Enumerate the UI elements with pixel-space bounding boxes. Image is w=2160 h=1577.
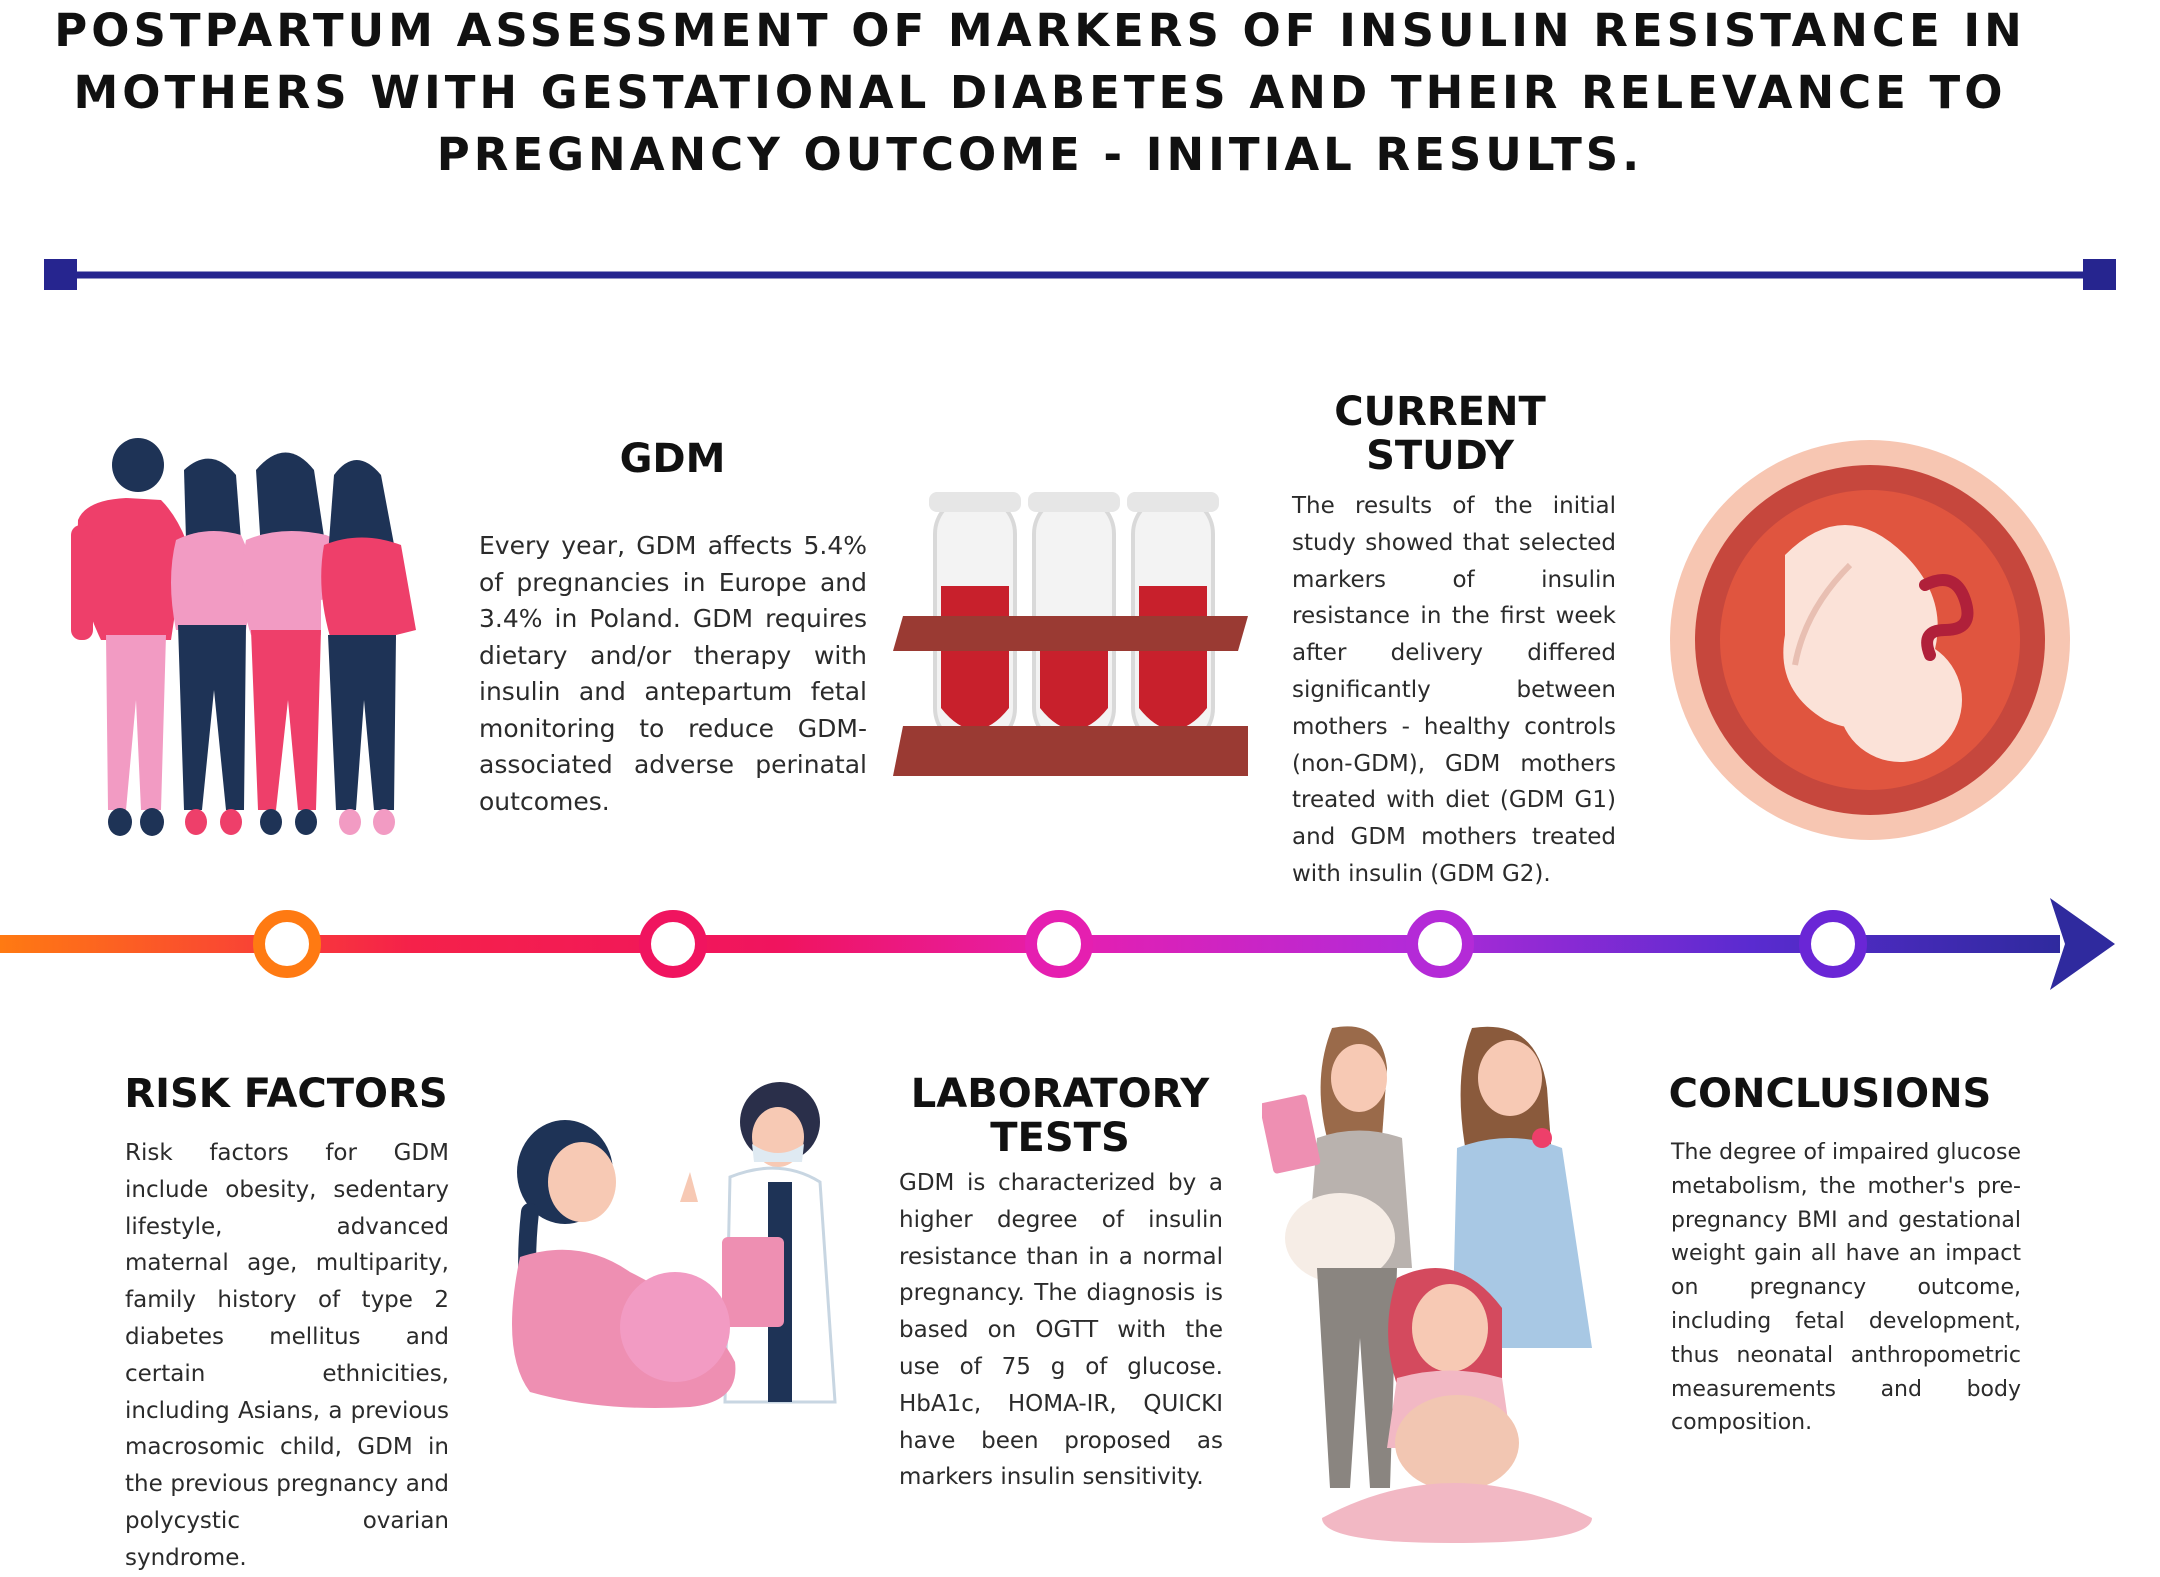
timeline [0,898,2115,990]
doctor-patient-icon [512,1082,837,1408]
timeline-arrow-icon [2050,898,2115,990]
conclusions-heading: CONCLUSIONS [1668,1071,1992,1117]
fetus-in-womb-icon [1670,440,2070,840]
timeline-node-risk-factors [253,910,321,978]
tablet-icon [1262,1094,1321,1174]
gdm-text: Every year, GDM affects 5.4% of pregnanc… [479,531,867,816]
tube-rack-base [893,726,1248,776]
risk-factors-text: Risk factors for GDM include obesity, se… [125,1140,449,1571]
tube-rack-top [893,616,1248,651]
timeline-node-gdm [639,910,707,978]
top-rule [44,259,2116,290]
gdm-heading: GDM [619,436,726,482]
current-study-heading: CURRENT STUDY [1334,389,1546,479]
timeline-node-laboratory-tests [1025,910,1093,978]
flower-icon [1532,1128,1552,1148]
women-group-icon [71,438,416,836]
timeline-node-conclusions [1799,910,1867,978]
clipboard-icon [722,1237,784,1327]
laboratory-tests-heading: LABORATORY TESTS [910,1071,1210,1161]
current-study-text: The results of the initial study showed … [1292,493,1616,887]
test-tubes-icon [893,492,1248,776]
top-rule-right-cap [2083,259,2116,290]
risk-factors-heading: RISK FACTORS [124,1071,448,1117]
top-rule-left-cap [44,259,77,290]
laboratory-tests-text: GDM is characterized by a higher degree … [899,1170,1223,1491]
page-title: POSTPARTUM ASSESSMENT OF MARKERS OF INSU… [54,4,2026,181]
pregnant-women-icon [1262,1026,1592,1543]
conclusions-text: The degree of impaired glucose metabolis… [1671,1140,2021,1436]
timeline-node-current-study [1406,910,1474,978]
